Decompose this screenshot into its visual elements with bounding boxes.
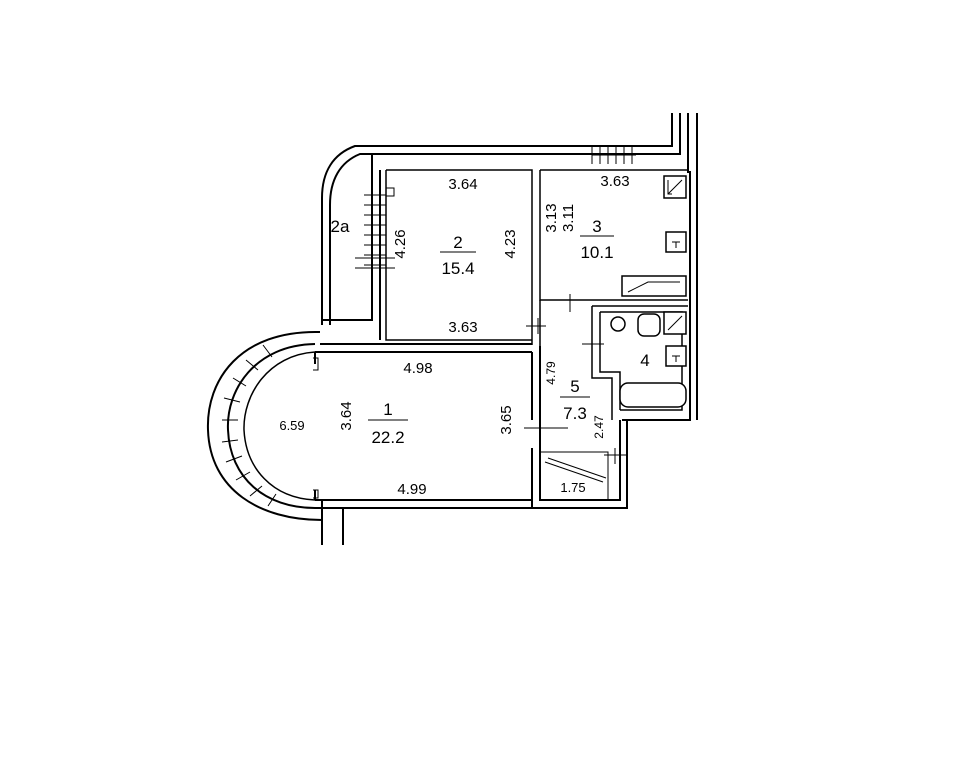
room-3-area: 10.1: [580, 243, 613, 262]
room-4-number: 4: [640, 351, 649, 370]
dim-r3-side-a: 3.13: [543, 203, 560, 232]
dim-r2-left: 4.26: [392, 229, 409, 258]
washbasin-icon: [610, 316, 626, 332]
dim-r1-top: 4.98: [403, 360, 432, 377]
room-labels: 2а 2 15.4 3 10.1 4 5 7.3 1 22.2: [331, 217, 650, 447]
room-5-number: 5: [570, 377, 579, 396]
toilet-icon: [637, 313, 661, 337]
room-2-area: 15.4: [441, 259, 474, 278]
room-1-number: 1: [383, 400, 392, 419]
room-2-number: 2: [453, 233, 462, 252]
dimension-labels: 3.64 4.26 4.23 3.63 3.63 3.13 3.11 4.98 …: [279, 173, 629, 498]
dim-r2-top: 3.64: [448, 176, 477, 193]
openings: [313, 146, 636, 499]
counter-icon: [621, 275, 687, 297]
dim-r2-bottom: 3.63: [448, 319, 477, 336]
room-5-area: 7.3: [563, 404, 587, 423]
dim-r1-left: 3.64: [338, 401, 355, 430]
dim-r3-top: 3.63: [600, 173, 629, 190]
fixtures: [610, 175, 687, 408]
room-1-area: 22.2: [371, 428, 404, 447]
dim-r5-small: 2.47: [592, 415, 606, 439]
dim-r1-arc: 6.59: [279, 418, 304, 433]
room-3-number: 3: [592, 217, 601, 236]
exterior-walls: [206, 113, 698, 545]
dim-r1-right: 3.65: [498, 405, 515, 434]
dim-r1-bottom: 4.99: [397, 481, 426, 498]
dim-r3-side-b: 3.11: [560, 204, 577, 232]
dim-r2-right: 4.23: [502, 229, 519, 258]
bathtub-icon: [619, 382, 687, 408]
dim-closet: 1.75: [560, 480, 585, 495]
dim-r5-side: 4.79: [544, 361, 558, 385]
room-2a-number: 2а: [331, 217, 350, 236]
